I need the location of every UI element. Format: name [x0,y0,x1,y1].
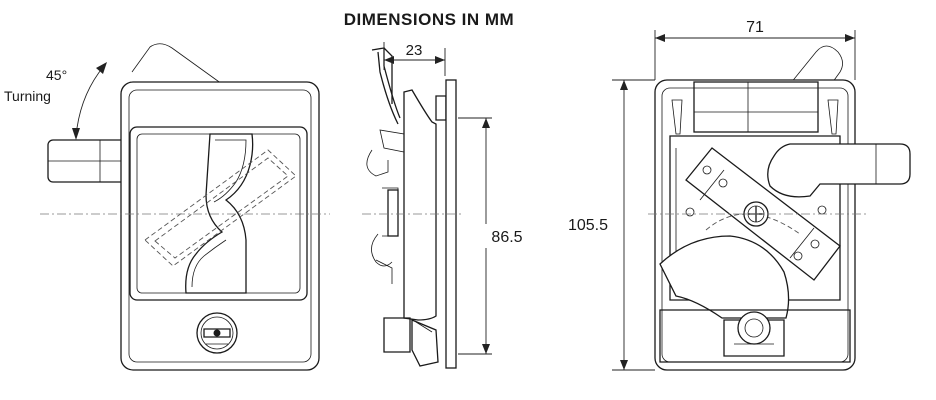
rear-handle-right [767,143,911,198]
side-flange [445,79,457,369]
turning-angle-indicator: 45° Turning [4,62,107,140]
rear-view: 71 105.5 [564,19,911,371]
turning-label: Turning [4,88,51,104]
top-bracket [671,81,839,135]
side-height-dimension: 86.5 [458,117,530,355]
handle-recess [129,126,308,301]
front-view: 45° Turning [4,43,330,371]
side-body [403,89,437,321]
width-dimension: 71 [654,19,856,80]
key-lock [196,312,238,354]
paddle-rotated-ghost [144,149,297,267]
depth-dimension: 23 [383,42,446,76]
side-height-value: 86.5 [491,229,522,246]
side-view: 23 86.5 [362,42,530,369]
drawing-title: DIMENSIONS IN MM [344,10,514,29]
width-value: 71 [746,19,764,36]
rear-height-dimension: 105.5 [564,79,655,371]
turning-angle-value: 45° [46,67,67,83]
front-plate [120,81,320,371]
paddle-handle [185,133,254,294]
depth-value: 23 [406,42,423,59]
handle-left [47,139,129,183]
rear-height-value: 105.5 [568,217,608,234]
rear-lock-housing [659,309,851,363]
